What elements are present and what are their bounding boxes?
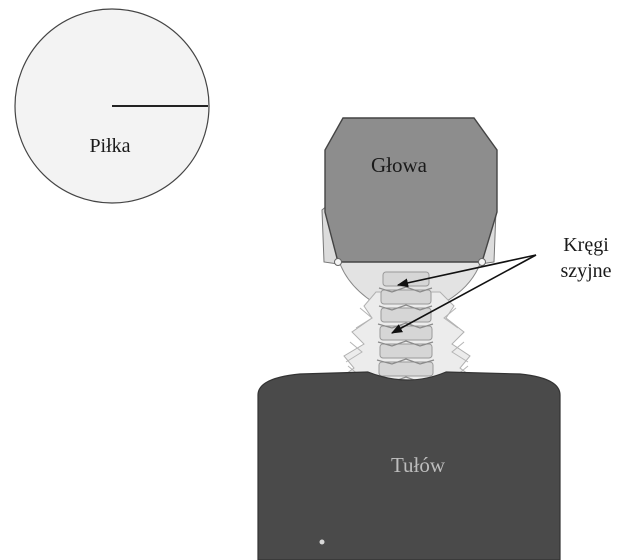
vertebra-4 bbox=[380, 326, 432, 340]
vertebrae-label-line2: szyjne bbox=[560, 260, 611, 282]
ball-label: Piłka bbox=[89, 135, 130, 157]
head-shape bbox=[325, 118, 497, 262]
head-label: Głowa bbox=[371, 153, 428, 177]
vertebra-3 bbox=[381, 308, 431, 322]
torso: Tułów bbox=[258, 372, 560, 560]
joint-right bbox=[479, 259, 486, 266]
joint-left bbox=[335, 259, 342, 266]
cervical-vertebrae bbox=[377, 272, 434, 394]
torso-label: Tułów bbox=[391, 453, 446, 477]
vertebra-2 bbox=[381, 290, 431, 304]
vertebrae-label-line1: Kręgi bbox=[563, 234, 609, 256]
vertebra-6 bbox=[379, 362, 433, 376]
ball: Piłka bbox=[15, 9, 209, 203]
torso-marker-dot bbox=[320, 540, 325, 545]
vertebra-5 bbox=[380, 344, 432, 358]
